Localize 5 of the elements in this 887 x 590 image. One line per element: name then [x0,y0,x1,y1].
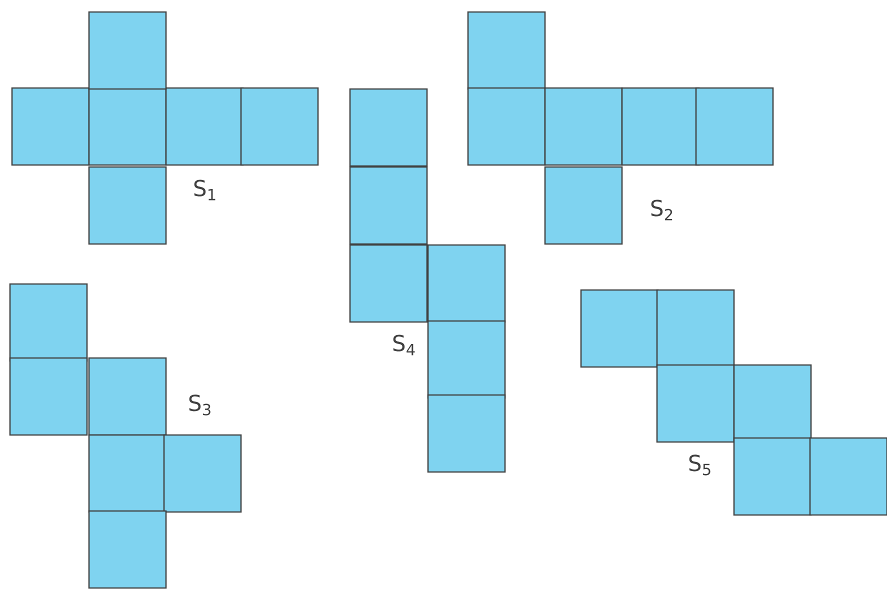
net-label: S$_{2}$ [651,200,672,220]
net-label: S$_{5}$ [689,454,710,476]
net-label: S$_{3}$ [189,394,210,416]
net-label: S$_{4}$ [393,334,415,356]
net-label: S$_{1}$ [194,180,216,200]
